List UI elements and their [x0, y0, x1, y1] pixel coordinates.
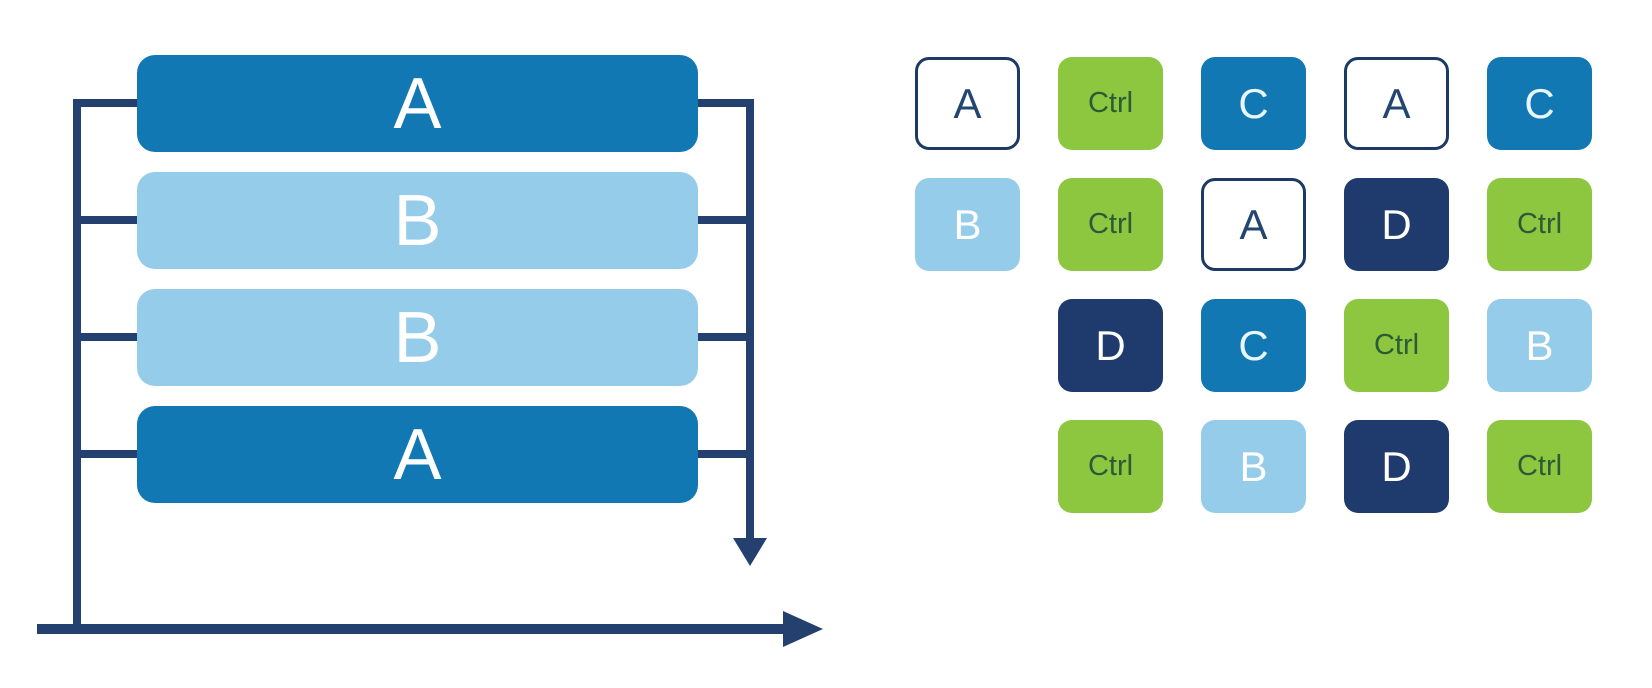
grid-cell: B: [915, 178, 1020, 271]
grid-cell-label: Ctrl: [1087, 87, 1134, 119]
treatment-grid: A Ctrl C A C B Ctrl A D Ctrl D C Ctrl B …: [915, 57, 1592, 513]
grid-cell: A: [1201, 178, 1306, 271]
grid-cell: A: [915, 57, 1020, 150]
right-tick-4: [698, 450, 754, 458]
grid-cell: B: [1201, 420, 1306, 513]
grid-cell-label: D: [1095, 321, 1126, 369]
grid-cell: Ctrl: [1058, 420, 1163, 513]
timeline-bar-1: A: [137, 55, 698, 152]
left-axis-line: [73, 101, 81, 634]
timeline-bar-label: B: [393, 180, 442, 261]
grid-cell-label: A: [1382, 79, 1411, 127]
grid-cell: C: [1201, 57, 1306, 150]
right-tick-2: [698, 216, 754, 224]
grid-cell: B: [1487, 299, 1592, 392]
grid-cell-label: D: [1381, 442, 1412, 490]
grid-cell-label: Ctrl: [1373, 329, 1420, 361]
grid-cell: Ctrl: [1344, 299, 1449, 392]
grid-cell-label: D: [1381, 200, 1412, 248]
grid-cell-label: B: [1239, 442, 1268, 490]
timeline-bar-label: B: [393, 297, 442, 378]
grid-cell-label: B: [953, 200, 982, 248]
grid-cell-label: B: [1525, 321, 1554, 369]
left-tick-3: [73, 333, 137, 341]
grid-cell-label: A: [1239, 200, 1268, 248]
left-tick-1: [73, 99, 137, 107]
timeline-bar-4: A: [137, 406, 698, 503]
right-tick-3: [698, 333, 754, 341]
grid-cell-label: Ctrl: [1087, 450, 1134, 482]
grid-cell: Ctrl: [1058, 178, 1163, 271]
right-timeline-line: [746, 101, 754, 538]
timeline-bar-3: B: [137, 289, 698, 386]
timeline-bar-label: A: [393, 63, 442, 144]
grid-cell-label: A: [953, 79, 982, 127]
grid-cell: Ctrl: [1487, 420, 1592, 513]
grid-cell: Ctrl: [1058, 57, 1163, 150]
grid-cell: D: [1344, 420, 1449, 513]
left-tick-2: [73, 216, 137, 224]
grid-cell: Ctrl: [1487, 178, 1592, 271]
grid-cell-label: Ctrl: [1516, 450, 1563, 482]
grid-cell-label: C: [1238, 321, 1269, 369]
grid-cell: C: [1201, 299, 1306, 392]
grid-cell-label: C: [1238, 79, 1269, 127]
bottom-axis-line: [37, 624, 783, 634]
grid-cell: D: [1344, 178, 1449, 271]
timeline-bar-label: A: [393, 414, 442, 495]
grid-cell-label: Ctrl: [1087, 208, 1134, 240]
grid-cell: A: [1344, 57, 1449, 150]
grid-cell: D: [1058, 299, 1163, 392]
down-arrowhead-icon: [733, 538, 767, 566]
right-arrowhead-icon: [783, 611, 823, 647]
timeline-bar-2: B: [137, 172, 698, 269]
grid-cell-label: C: [1524, 79, 1555, 127]
left-tick-4: [73, 450, 137, 458]
grid-cell-label: Ctrl: [1516, 208, 1563, 240]
grid-cell: C: [1487, 57, 1592, 150]
right-tick-1: [698, 99, 754, 107]
